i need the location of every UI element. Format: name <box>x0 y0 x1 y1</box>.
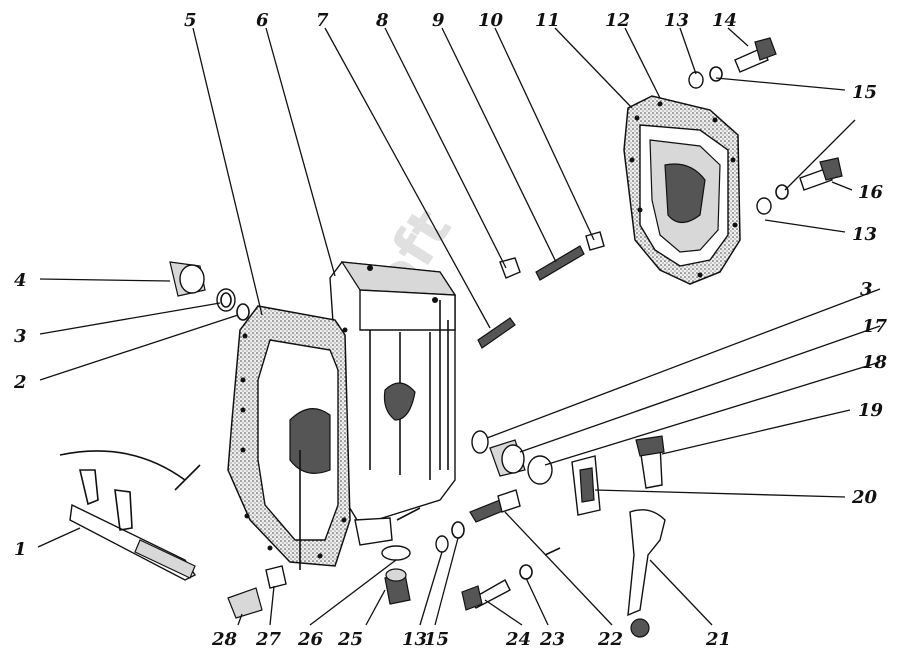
callout-5: 5 <box>184 10 197 31</box>
callout-28: 28 <box>211 629 238 650</box>
callout-12: 12 <box>605 10 630 31</box>
callout-21: 21 <box>705 629 731 650</box>
front-gasket <box>227 305 351 567</box>
callout-10: 10 <box>478 10 504 31</box>
callout-13-right: 13 <box>852 224 877 245</box>
callout-3-left: 3 <box>14 326 27 347</box>
callout-13-top: 13 <box>664 10 689 31</box>
callout-20: 20 <box>851 487 878 508</box>
callout-14: 14 <box>712 10 737 31</box>
callout-13-bottom: 13 <box>402 629 427 650</box>
callout-numbers: 1 2 3 3 4 5 6 7 8 9 10 11 12 13 13 13 14… <box>13 10 888 650</box>
leader-lines <box>37 27 881 626</box>
callout-8: 8 <box>375 10 389 31</box>
callout-27: 27 <box>255 629 282 650</box>
shift-fork-shaft <box>59 450 201 581</box>
callout-11: 11 <box>535 10 560 31</box>
callout-15-right: 15 <box>852 82 877 103</box>
callout-3-right: 3 <box>860 279 873 300</box>
callout-26: 26 <box>297 629 324 650</box>
small-parts <box>169 37 843 638</box>
callout-23: 23 <box>539 629 565 650</box>
callout-22: 22 <box>597 629 623 650</box>
callout-24: 24 <box>505 629 531 650</box>
callout-16: 16 <box>858 182 884 203</box>
rear-cover <box>623 95 741 285</box>
callout-4: 4 <box>14 270 27 291</box>
callout-7: 7 <box>316 10 329 31</box>
gearbox-housing <box>329 261 457 546</box>
callout-6: 6 <box>256 10 269 31</box>
callout-9: 9 <box>432 10 445 31</box>
callout-18: 18 <box>862 352 888 373</box>
callout-15-bottom: 15 <box>424 629 449 650</box>
callout-17: 17 <box>862 316 888 337</box>
callout-25: 25 <box>337 629 363 650</box>
callout-19: 19 <box>858 400 884 421</box>
callout-2: 2 <box>13 372 27 393</box>
callout-1: 1 <box>14 539 27 560</box>
